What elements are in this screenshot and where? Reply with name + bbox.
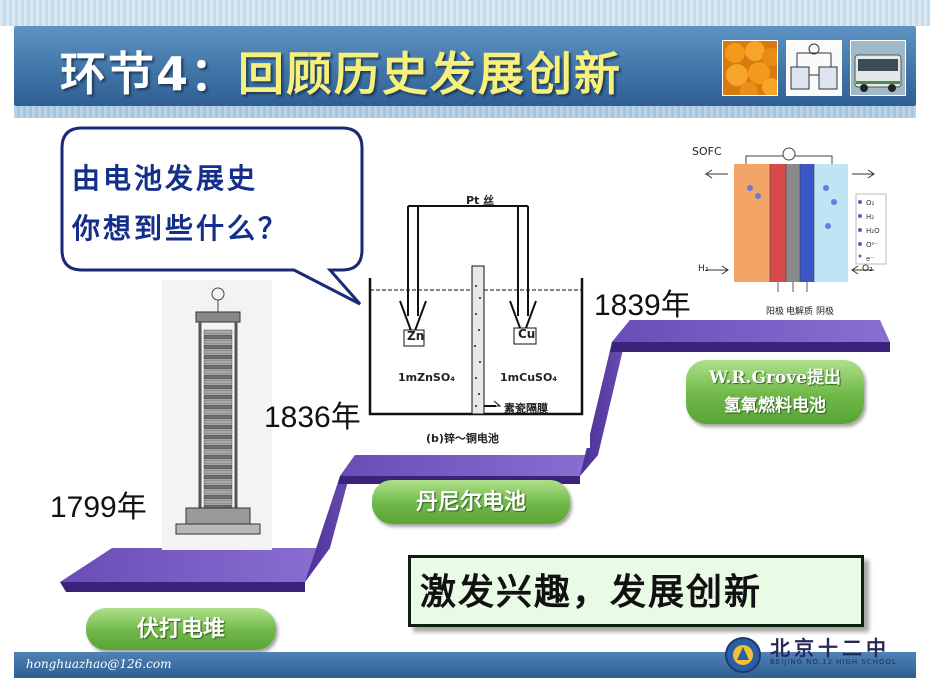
- sofc-legend: O₂ H₂ H₂O O²⁻ e⁻: [866, 196, 880, 266]
- footer-bar: [14, 652, 916, 678]
- school-english-name: BEIJING NO.12 HIGH SCHOOL: [770, 658, 897, 666]
- battery-apparatus-thumbnail: [786, 40, 842, 96]
- daniell-caption: (b)锌～铜电池: [426, 432, 499, 445]
- bubble-text: 由电池发展史 你想到些什么？: [72, 154, 289, 254]
- slogan-box: [408, 555, 864, 627]
- apparatus-image: [787, 41, 841, 95]
- year-1799: 1799年: [50, 491, 147, 524]
- sofc-legend-item: O₂: [866, 199, 875, 207]
- riser-1: [305, 455, 355, 582]
- sofc-legend-item: O²⁻: [866, 241, 879, 249]
- year-1836: 1836年: [264, 401, 361, 434]
- pill-grove-line-2: 氢氧燃料电池: [724, 396, 826, 416]
- sofc-legend-item: e⁻: [866, 255, 875, 263]
- title-part-2: 回顾历史发展创新: [238, 47, 623, 101]
- sofc-cathode-label: 阴极: [816, 307, 835, 317]
- oranges-image: [723, 41, 780, 100]
- bus-photo: [850, 40, 906, 96]
- step-1839: [610, 320, 890, 352]
- school-name: 北京十二中: [770, 636, 890, 660]
- oranges-photo: [722, 40, 780, 100]
- sofc-h2-label: H₂: [698, 264, 709, 274]
- sofc-anode-label: 阳极: [766, 307, 785, 317]
- sofc-electrolyte-label: 电解质: [786, 307, 814, 317]
- sofc-legend-item: H₂O: [866, 227, 880, 235]
- slide-title: 环节4：回顾历史发展创新: [60, 38, 622, 104]
- top-decorative-strip: [0, 0, 930, 26]
- membrane-label: 素瓷隔膜: [504, 402, 548, 415]
- header-decorative-strip: [14, 106, 916, 118]
- step-1799: [60, 548, 330, 592]
- daniell-cell-diagram: [360, 186, 590, 448]
- sofc-o2-label: O₂: [862, 264, 873, 274]
- riser-2: [580, 320, 630, 476]
- sofc-diagram: [688, 142, 890, 318]
- wire-label: Pt 丝: [466, 194, 495, 207]
- footer-email: honghuazhao@126.com: [26, 657, 172, 671]
- sofc-title: SOFC: [692, 145, 722, 158]
- voltaic-pile-illustration: [162, 280, 272, 550]
- bus-image: [851, 41, 905, 95]
- sofc-legend-item: H₂: [866, 213, 875, 221]
- year-1839: 1839年: [594, 289, 691, 322]
- pill-voltaic-pile: 伏打电堆: [86, 608, 276, 650]
- bubble-line-2: 你想到些什么？: [72, 212, 290, 245]
- slogan-text: 激发兴趣，发展创新: [420, 572, 763, 613]
- pill-grove-fuel-cell: W.R.Grove提出 氢氧燃料电池: [686, 360, 864, 424]
- electrode-zn-label: Zn: [407, 329, 425, 343]
- title-part-1: 环节4：: [60, 47, 239, 101]
- bubble-line-1: 由电池发展史: [72, 162, 259, 195]
- pill-daniell-cell: 丹尼尔电池: [372, 480, 570, 524]
- pill-grove-line-1: W.R.Grove提出: [709, 368, 841, 388]
- school-logo-icon: [725, 637, 761, 673]
- solution-right-label: 1mCuSO₄: [500, 371, 558, 384]
- solution-left-label: 1mZnSO₄: [398, 371, 456, 384]
- electrode-cu-label: Cu: [518, 327, 536, 341]
